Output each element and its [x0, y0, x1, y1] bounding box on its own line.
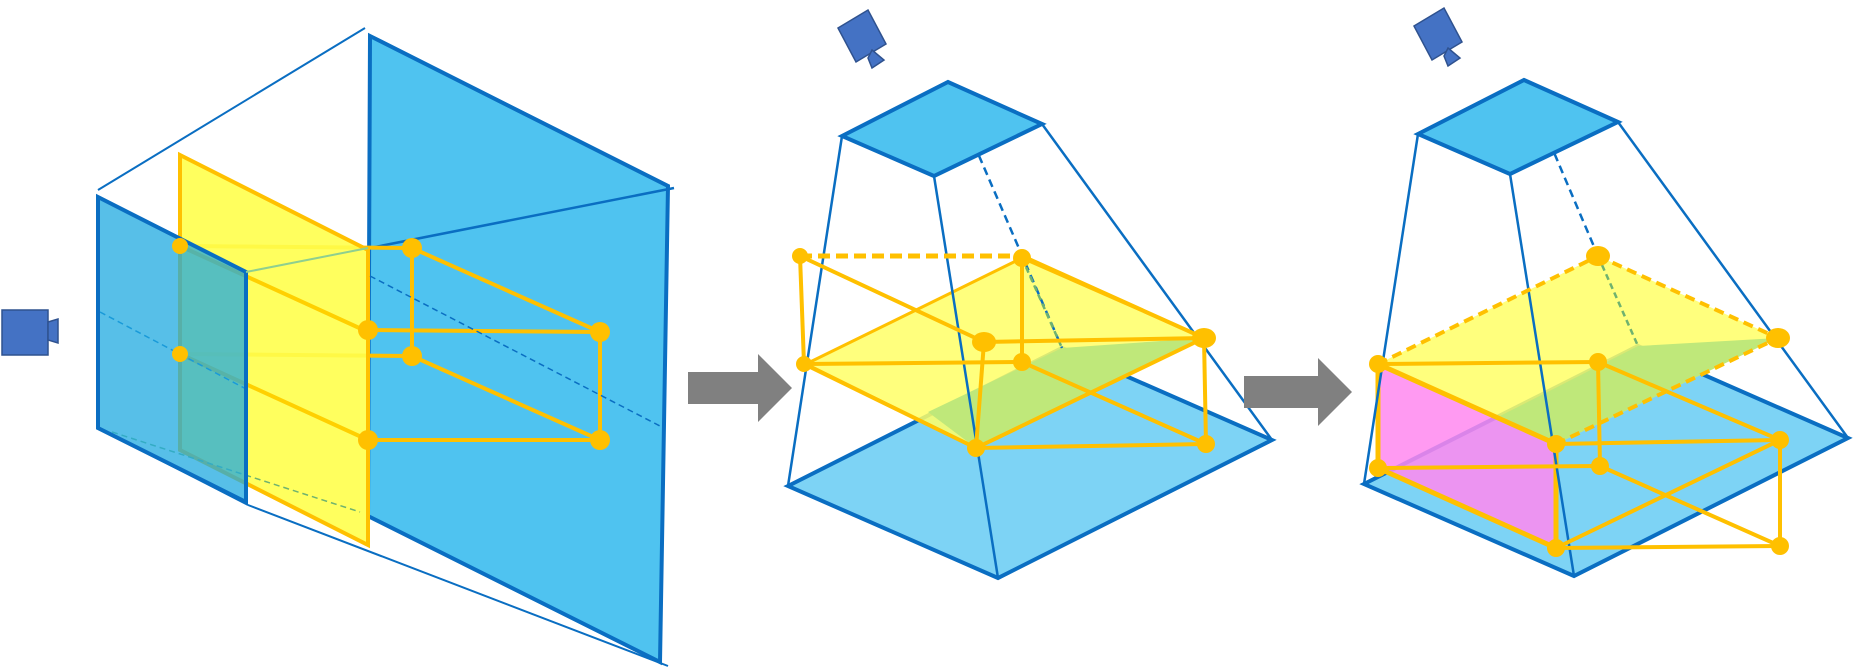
detection-plane	[1378, 256, 1778, 444]
dashed-projection-line	[369, 275, 661, 427]
cuboid-corner-points	[792, 248, 1216, 457]
overlap-region	[1500, 338, 1778, 444]
camera-plane	[1413, 77, 1623, 177]
frustum-edge-line	[369, 186, 675, 250]
image-plane	[96, 193, 248, 506]
video-camera-icon	[1413, 6, 1463, 68]
video-camera-icon	[1, 309, 59, 356]
camera-plane	[837, 79, 1047, 179]
overlap-region	[928, 338, 1204, 448]
panel-2-top-view	[783, 8, 1277, 581]
cuboid-box	[1377, 254, 1782, 550]
frustum-edge-line	[247, 504, 669, 667]
cuboid-corner-points	[1369, 246, 1790, 557]
right-arrow-icon	[1244, 358, 1352, 426]
cuboid-corner-points	[172, 238, 610, 450]
frustum-edge-line	[97, 27, 366, 191]
video-camera-icon	[837, 8, 887, 70]
panel-3-top-view	[1359, 6, 1853, 579]
right-arrow-icon	[688, 354, 792, 422]
panel-1-side-view	[1, 27, 675, 667]
cuboid-box	[798, 253, 1208, 450]
